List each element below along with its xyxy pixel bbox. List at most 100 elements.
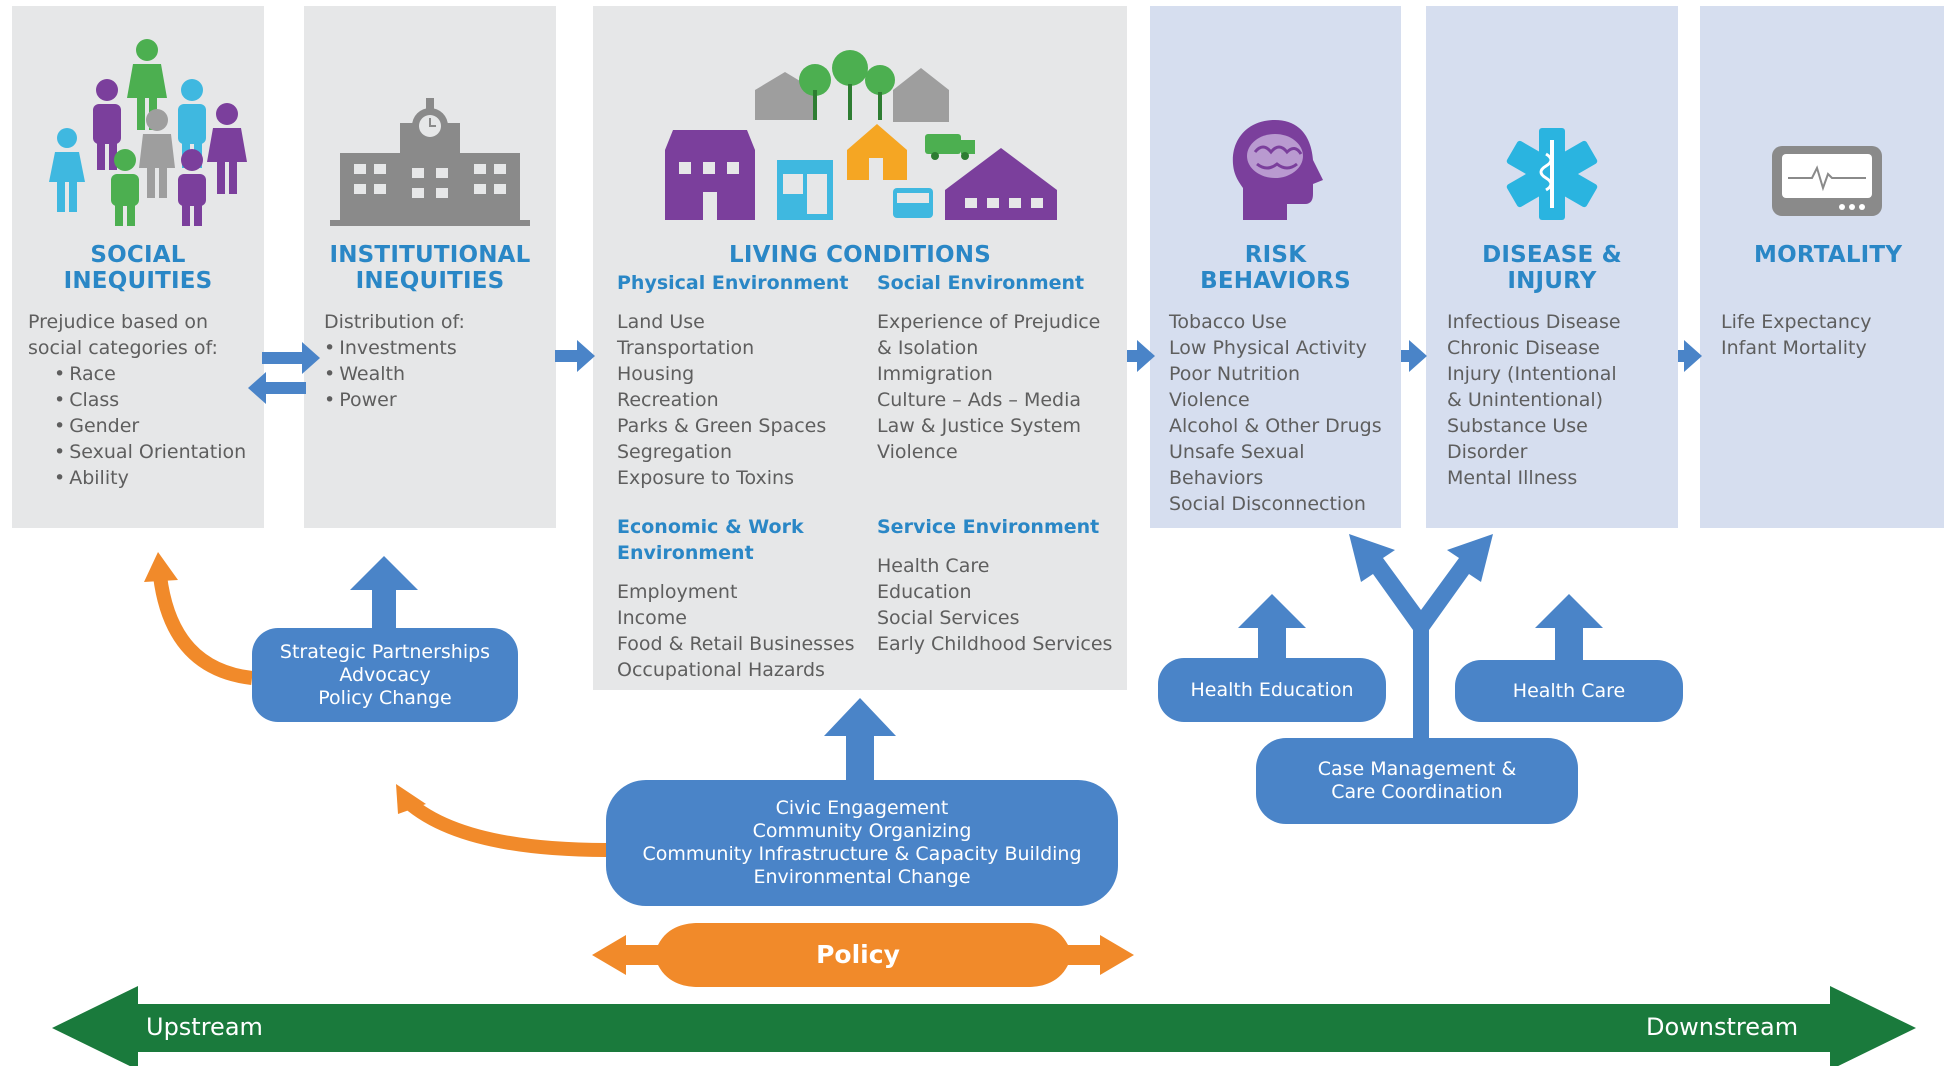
list-item: Class — [54, 387, 246, 413]
list-item: Substance Use — [1447, 415, 1588, 437]
institutional-title-line1: INSTITUTIONAL — [329, 242, 531, 268]
civic-line4: Environmental Change — [753, 866, 971, 888]
social-title-line1: SOCIAL — [90, 242, 186, 268]
arrow-up-institutional — [350, 556, 418, 632]
strategic-line3: Policy Change — [318, 686, 452, 709]
list-item: Exposure to Toxins — [617, 467, 794, 489]
list-item: Transportation — [617, 337, 755, 359]
list-item: Employment — [617, 581, 738, 603]
list-item: Life Expectancy — [1721, 311, 1872, 333]
list-item: & Isolation — [877, 337, 979, 359]
star-of-life-icon — [1503, 128, 1601, 220]
economic-work-heading: Economic & Work Environment — [617, 514, 804, 566]
social-environment-heading: Social Environment — [877, 272, 1085, 294]
disease-injury-panel: DISEASE & INJURY Infectious Disease Chro… — [1426, 6, 1678, 528]
economic-heading-line1: Economic & Work — [617, 516, 804, 538]
list-item: Violence — [1169, 389, 1250, 411]
arrow-up-risk — [1238, 594, 1306, 660]
list-item: Mental Illness — [1447, 467, 1578, 489]
list-item: Health Care — [877, 555, 990, 577]
arrow-social-to-institutional — [262, 342, 320, 374]
list-item: Land Use — [617, 311, 705, 333]
list-item: Race — [54, 361, 246, 387]
list-item: & Unintentional) — [1447, 389, 1604, 411]
physical-environment-heading: Physical Environment — [617, 272, 849, 294]
institutional-list: Investments Wealth Power — [324, 335, 465, 413]
institutional-title-line2: INEQUITIES — [355, 268, 505, 294]
list-item: Low Physical Activity — [1169, 337, 1367, 359]
neighborhood-icon — [665, 50, 1065, 220]
arrow-disease-to-mortality — [1678, 340, 1702, 372]
physical-environment-list: Land Use Transportation Housing Recreati… — [617, 309, 826, 491]
service-environment-list: Health Care Education Social Services Ea… — [877, 553, 1112, 657]
health-education-bubble: Health Education — [1158, 658, 1386, 722]
list-item: Disorder — [1447, 441, 1528, 463]
list-item: Infant Mortality — [1721, 337, 1867, 359]
civic-engagement-bubble: Civic Engagement Community Organizing Co… — [606, 780, 1118, 906]
orange-curve-civic — [403, 796, 607, 857]
disease-title-line2: INJURY — [1507, 268, 1597, 294]
social-inequities-panel: SOCIAL INEQUITIES Prejudice based on soc… — [12, 6, 264, 528]
health-care-bubble: Health Care — [1455, 660, 1683, 722]
living-conditions-title: LIVING CONDITIONS — [728, 242, 992, 268]
list-item: Gender — [54, 413, 246, 439]
risk-title-line1: RISK — [1244, 242, 1307, 268]
downstream-label: Downstream — [1646, 1013, 1799, 1041]
list-item: Infectious Disease — [1447, 311, 1621, 333]
list-item: Experience of Prejudice — [877, 311, 1101, 333]
list-item: Housing — [617, 363, 695, 385]
list-item: Social Services — [877, 607, 1020, 629]
orange-curve-social — [153, 575, 253, 685]
case-management-bubble: Case Management & Care Coordination — [1256, 738, 1578, 824]
arrow-up-living — [824, 698, 896, 780]
list-item: Wealth — [324, 361, 465, 387]
list-item: Parks & Green Spaces — [617, 415, 827, 437]
mortality-title: MORTALITY — [1754, 242, 1903, 268]
list-item: Education — [877, 581, 972, 603]
people-icon — [37, 28, 247, 228]
institutional-intro: Distribution of: — [324, 311, 465, 333]
list-item: Recreation — [617, 389, 719, 411]
economic-work-list: Employment Income Food & Retail Business… — [617, 579, 855, 683]
list-item: Law & Justice System — [877, 415, 1081, 437]
arrow-institutional-to-living — [555, 340, 595, 372]
list-item: Chronic Disease — [1447, 337, 1600, 359]
list-item: Violence — [877, 441, 958, 463]
list-item: Power — [324, 387, 465, 413]
arrow-living-to-risk — [1127, 340, 1155, 372]
mortality-panel: MORTALITY Life Expectancy Infant Mortali… — [1700, 6, 1944, 528]
living-conditions-panel: LIVING CONDITIONS Physical Environment S… — [593, 6, 1127, 690]
stream-double-arrow — [52, 986, 1916, 1066]
list-item: Segregation — [617, 441, 732, 463]
orange-arrowhead-civic — [396, 784, 426, 814]
strategic-line1: Strategic Partnerships — [279, 640, 491, 663]
list-item: Food & Retail Businesses — [617, 633, 855, 655]
social-title-line2: INEQUITIES — [63, 268, 213, 294]
heart-monitor-icon — [1770, 144, 1884, 220]
brain-head-icon — [1225, 116, 1329, 224]
risk-behaviors-panel: RISK BEHAVIORS Tobacco Use Low Physical … — [1150, 6, 1401, 528]
social-intro-line1: Prejudice based on — [28, 311, 209, 333]
list-item: Immigration — [877, 363, 993, 385]
policy-label: Policy — [816, 940, 900, 969]
list-item: Social Disconnection — [1169, 493, 1366, 515]
strategic-partnerships-bubble: Strategic Partnerships Advocacy Policy C… — [252, 628, 518, 722]
list-item: Alcohol & Other Drugs — [1169, 415, 1382, 437]
case-management-line2: Care Coordination — [1331, 781, 1503, 803]
institutional-inequities-panel: INSTITUTIONAL INEQUITIES Distribution of… — [304, 6, 556, 528]
list-item: Culture – Ads – Media — [877, 389, 1082, 411]
list-item: Poor Nutrition — [1169, 363, 1301, 385]
social-intro-line2: social categories of: — [28, 337, 218, 359]
list-item: Injury (Intentional — [1447, 363, 1617, 385]
arrow-risk-to-disease — [1401, 340, 1427, 372]
disease-title-line1: DISEASE & — [1482, 242, 1622, 268]
risk-behaviors-list: Tobacco Use Low Physical Activity Poor N… — [1169, 309, 1382, 517]
orange-arrowhead-social — [144, 552, 178, 582]
list-item: Occupational Hazards — [617, 659, 825, 681]
civic-line1: Civic Engagement — [775, 797, 949, 819]
list-item: Sexual Orientation — [54, 439, 246, 465]
risk-title-line2: BEHAVIORS — [1200, 268, 1351, 294]
list-item: Behaviors — [1169, 467, 1264, 489]
list-item: Unsafe Sexual — [1169, 441, 1305, 463]
economic-heading-line2: Environment — [617, 542, 754, 564]
